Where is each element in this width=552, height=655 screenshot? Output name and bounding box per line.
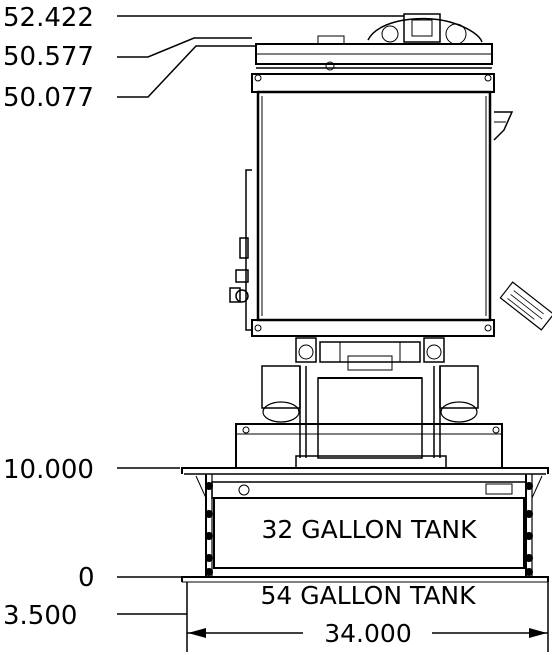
pump-mount-assembly [235,337,503,469]
dimension-34-000: 34.000 [324,619,411,648]
dimension-zero: 0 [78,563,95,593]
dimension-52-422: 52.422 [3,3,94,33]
leader-50-577 [117,37,252,58]
leader-50-077 [117,45,256,98]
generator-assembly [229,13,552,337]
upper-tank-frame [181,467,549,578]
dimension-10-000: 10.000 [3,455,94,485]
width-dimension-line [187,628,548,638]
dimension-50-077: 50.077 [3,83,94,113]
dimension-50-577: 50.577 [3,42,94,72]
dimension-3-500: 3.500 [3,601,77,631]
tank-label-32-gallon: 32 GALLON TANK [261,515,477,544]
lower-tank [181,576,549,652]
tank-label-54-gallon: 54 GALLON TANK [260,581,476,610]
